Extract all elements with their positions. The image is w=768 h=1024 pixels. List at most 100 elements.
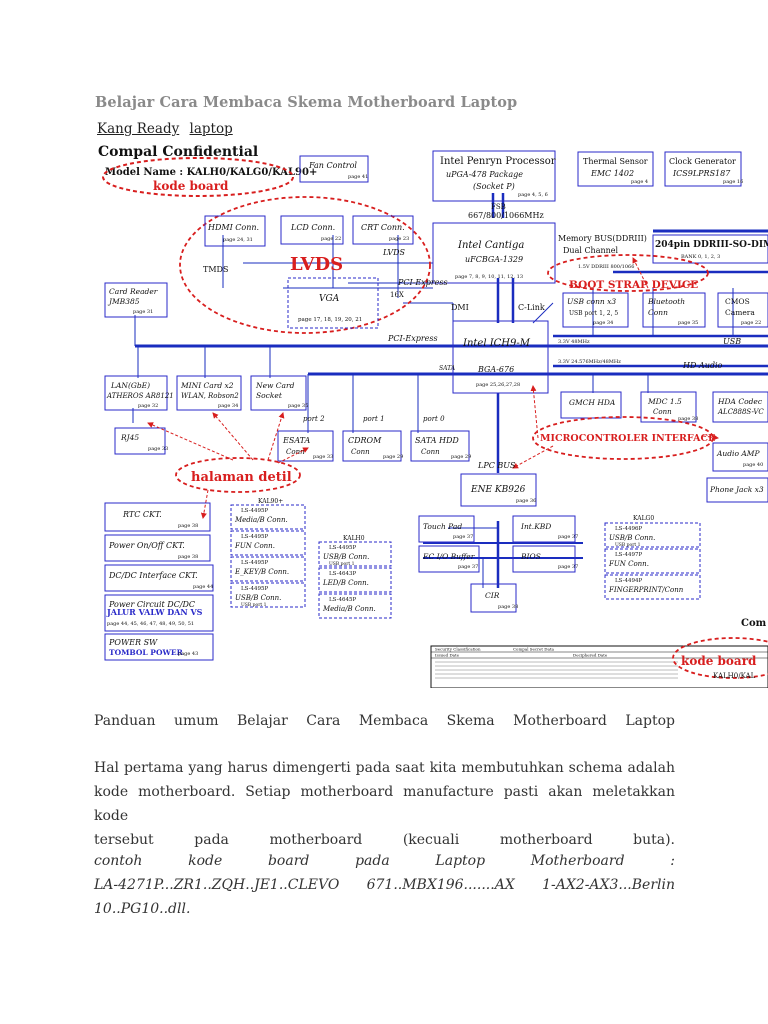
svg-text:ICS9LPRS187: ICS9LPRS187 [672, 169, 731, 178]
svg-text:page 29: page 29 [451, 454, 471, 460]
svg-text:CIR: CIR [485, 591, 500, 600]
svg-text:ALC888S-VC: ALC888S-VC [717, 408, 764, 416]
ec-title: ENE KB926 [470, 485, 526, 495]
lvds-annotation: LVDS [290, 254, 343, 275]
sub-board-box [230, 556, 306, 582]
svg-text:page 24, 31: page 24, 31 [223, 237, 253, 243]
kode-board-label: kode board [153, 179, 229, 193]
tombol-power-label: TOMBOL POWER [109, 648, 184, 657]
sub-board-code: LS-4643P [329, 571, 356, 577]
article-paragraph-2: Hal pertama yang harus dimengerti pada s… [94, 760, 675, 848]
svg-text:page 34: page 34 [593, 320, 613, 326]
post-title: Belajar Cara Membaca Skema Motherboard L… [95, 94, 518, 111]
svg-text:POWER SW: POWER SW [108, 638, 158, 647]
svg-text:port 1: port 1 [363, 415, 385, 423]
sub-board-box [604, 522, 701, 548]
svg-text:page 25,26,27,28: page 25,26,27,28 [476, 382, 520, 388]
svg-text:PCI-Express: PCI-Express [387, 334, 438, 343]
svg-text:USB: USB [723, 337, 741, 346]
svg-text:ATHEROS AR8121: ATHEROS AR8121 [106, 392, 174, 400]
sub-board-code: LS-4494P [615, 578, 642, 584]
svg-text:page 38: page 38 [678, 416, 698, 422]
schematic-diagram: Compal Confidential Model Name : KALH0/K… [98, 144, 768, 688]
svg-text:LVDS: LVDS [382, 248, 406, 257]
svg-text:port 2: port 2 [303, 415, 325, 423]
svg-text:page 16: page 16 [723, 179, 743, 185]
category-link[interactable]: laptop [189, 121, 233, 137]
article-paragraph-1: Panduan umum Belajar Cara Membaca Skema … [94, 713, 675, 729]
sub-board-name: FUN Conn. [608, 560, 649, 568]
svg-text:C-Link: C-Link [518, 303, 545, 312]
svg-text:page 37: page 37 [458, 564, 478, 570]
svg-text:USB conn x3: USB conn x3 [567, 297, 616, 306]
svg-text:page 36: page 36 [516, 498, 536, 504]
svg-text:Power On/Off CKT.: Power On/Off CKT. [108, 541, 185, 550]
author-link[interactable]: Kang Ready [97, 121, 180, 137]
sub-board-name: FUN Conn. [234, 542, 275, 550]
svg-text:KALH0/KAL: KALH0/KAL [713, 672, 756, 680]
sub-board-box [230, 530, 306, 556]
microcontroler-label: MICROCONTROLER INTERFACE [540, 433, 715, 444]
svg-text:JMB385: JMB385 [107, 297, 140, 306]
svg-text:HDMI Conn.: HDMI Conn. [207, 223, 259, 232]
svg-text:page 22: page 22 [321, 236, 341, 242]
sub-board-box [318, 593, 392, 619]
svg-text:page 35: page 35 [288, 403, 308, 409]
compal-title: Compal Confidential [98, 144, 258, 160]
svg-text:page 37: page 37 [558, 564, 578, 570]
sub-board-name: FINGERPRINT/Conn [608, 586, 684, 594]
northbridge-title: Intel Cantiga [457, 240, 524, 251]
svg-text:uPGA-478 Package: uPGA-478 Package [446, 170, 523, 179]
svg-text:page 29: page 29 [383, 454, 403, 460]
fan-control-label: Fan Control [308, 161, 357, 170]
svg-text:page 23: page 23 [389, 236, 409, 242]
sub-board-name: E_KEY/B Conn. [234, 568, 289, 576]
svg-text:page 38: page 38 [178, 523, 198, 529]
sub-board-code: LS-4497P [615, 552, 642, 558]
svg-text:ESATA: ESATA [282, 436, 311, 445]
svg-text:page 4: page 4 [631, 179, 648, 185]
svg-text:Security Classification: Security Classification [435, 647, 481, 652]
sub-board-code: LS-4645P [329, 597, 356, 603]
svg-text:USB port 1, 2, 5: USB port 1, 2, 5 [569, 310, 618, 317]
sodimm-title: 204pin DDRIII-SO-DIMM [655, 240, 768, 250]
svg-text:page 44, 45, 46, 47, 48, 49, 5: page 44, 45, 46, 47, 48, 49, 50, 51 [107, 621, 194, 627]
post-meta: Kang Ready laptop [97, 121, 233, 137]
jalur-valw-label: JALUR VALW DAN VS [106, 607, 203, 617]
svg-text:Conn: Conn [421, 448, 440, 456]
cpu-title: Intel Penryn Processor [440, 156, 556, 167]
svg-text:page 38: page 38 [498, 604, 518, 610]
svg-text:RJ45: RJ45 [120, 433, 139, 442]
southbridge-title: Intel ICH9-M [462, 338, 531, 349]
vga-label: VGA [319, 294, 340, 304]
svg-text:Conn: Conn [648, 308, 668, 317]
boot-strap-label: BOOT STRAP DEVICE [569, 279, 698, 291]
svg-text:EMC 1402: EMC 1402 [590, 169, 634, 178]
sub-board-box [604, 574, 701, 600]
svg-text:page 40: page 40 [743, 462, 763, 468]
svg-text:Thermal Sensor: Thermal Sensor [583, 157, 648, 166]
sub-board-name: USB/B Conn. [323, 553, 369, 561]
svg-text:CDROM: CDROM [348, 436, 382, 445]
svg-text:LPC BUS: LPC BUS [477, 461, 516, 470]
svg-text:SATA: SATA [439, 365, 456, 372]
sub-board-code: LS-4495P [241, 508, 268, 514]
svg-text:LAN(GbE): LAN(GbE) [110, 381, 150, 390]
svg-text:Conn: Conn [286, 448, 305, 456]
svg-text:Compal Secret Data: Compal Secret Data [513, 647, 554, 652]
sub-board-code: LS-4495P [241, 560, 268, 566]
svg-text:3.3V 48MHz: 3.3V 48MHz [558, 339, 590, 345]
svg-text:Phone Jack x3: Phone Jack x3 [709, 485, 764, 494]
svg-text:CMOS: CMOS [725, 297, 750, 306]
sub-board-name: LED/B Conn. [322, 579, 369, 587]
svg-text:FSB: FSB [491, 203, 506, 211]
sub-board-box [230, 504, 306, 530]
model-name: Model Name : KALH0/KALG0/KAL90+ [105, 167, 317, 178]
svg-text:Conn: Conn [653, 408, 672, 416]
svg-text:page 37: page 37 [558, 534, 578, 540]
svg-text:SATA HDD: SATA HDD [415, 436, 459, 445]
svg-text:BGA-676: BGA-676 [477, 365, 514, 374]
svg-text:page 32: page 32 [138, 403, 158, 409]
svg-text:Int.KBD: Int.KBD [520, 522, 551, 531]
sub-board-usb-port: USB port 1 [241, 602, 267, 608]
